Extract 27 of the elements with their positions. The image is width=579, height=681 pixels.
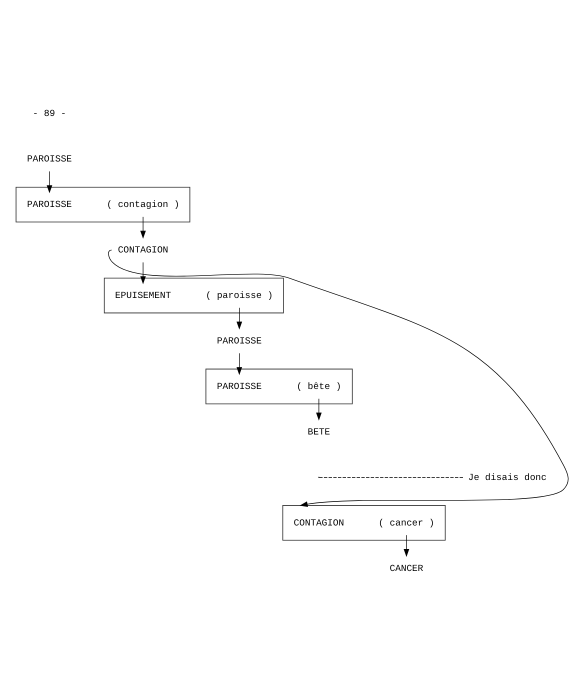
node-text: PAROISSE bbox=[27, 198, 72, 210]
node-text: ( cancer ) bbox=[378, 516, 434, 528]
node-text: ( paroisse ) bbox=[206, 290, 273, 301]
cluster bbox=[104, 277, 284, 313]
node-text: PAROISSE bbox=[27, 153, 72, 164]
node-text: EPUISEMENT bbox=[115, 290, 172, 301]
arrow bbox=[140, 262, 146, 284]
node-text: ( contagion ) bbox=[106, 198, 180, 210]
arrow bbox=[316, 398, 322, 420]
label: - 89 - bbox=[32, 108, 66, 119]
arrow bbox=[236, 352, 242, 375]
cluster bbox=[282, 504, 446, 540]
node-text: ( bête ) bbox=[296, 380, 342, 392]
arrow bbox=[236, 306, 242, 330]
label: Je disais donc bbox=[468, 471, 547, 482]
node-text: PAROISSE bbox=[216, 334, 262, 346]
node-text: CONTAGION bbox=[294, 516, 344, 528]
cluster bbox=[16, 186, 190, 222]
node-text: CONTAGION bbox=[118, 244, 168, 256]
arrow bbox=[404, 534, 410, 556]
node-text: PAROISSE bbox=[216, 380, 262, 392]
cluster bbox=[206, 368, 353, 404]
node-text: BETE bbox=[308, 426, 330, 437]
node-text: CANCER bbox=[390, 562, 424, 574]
arrow bbox=[108, 249, 568, 506]
arrow bbox=[46, 170, 52, 193]
arrow bbox=[140, 216, 146, 238]
